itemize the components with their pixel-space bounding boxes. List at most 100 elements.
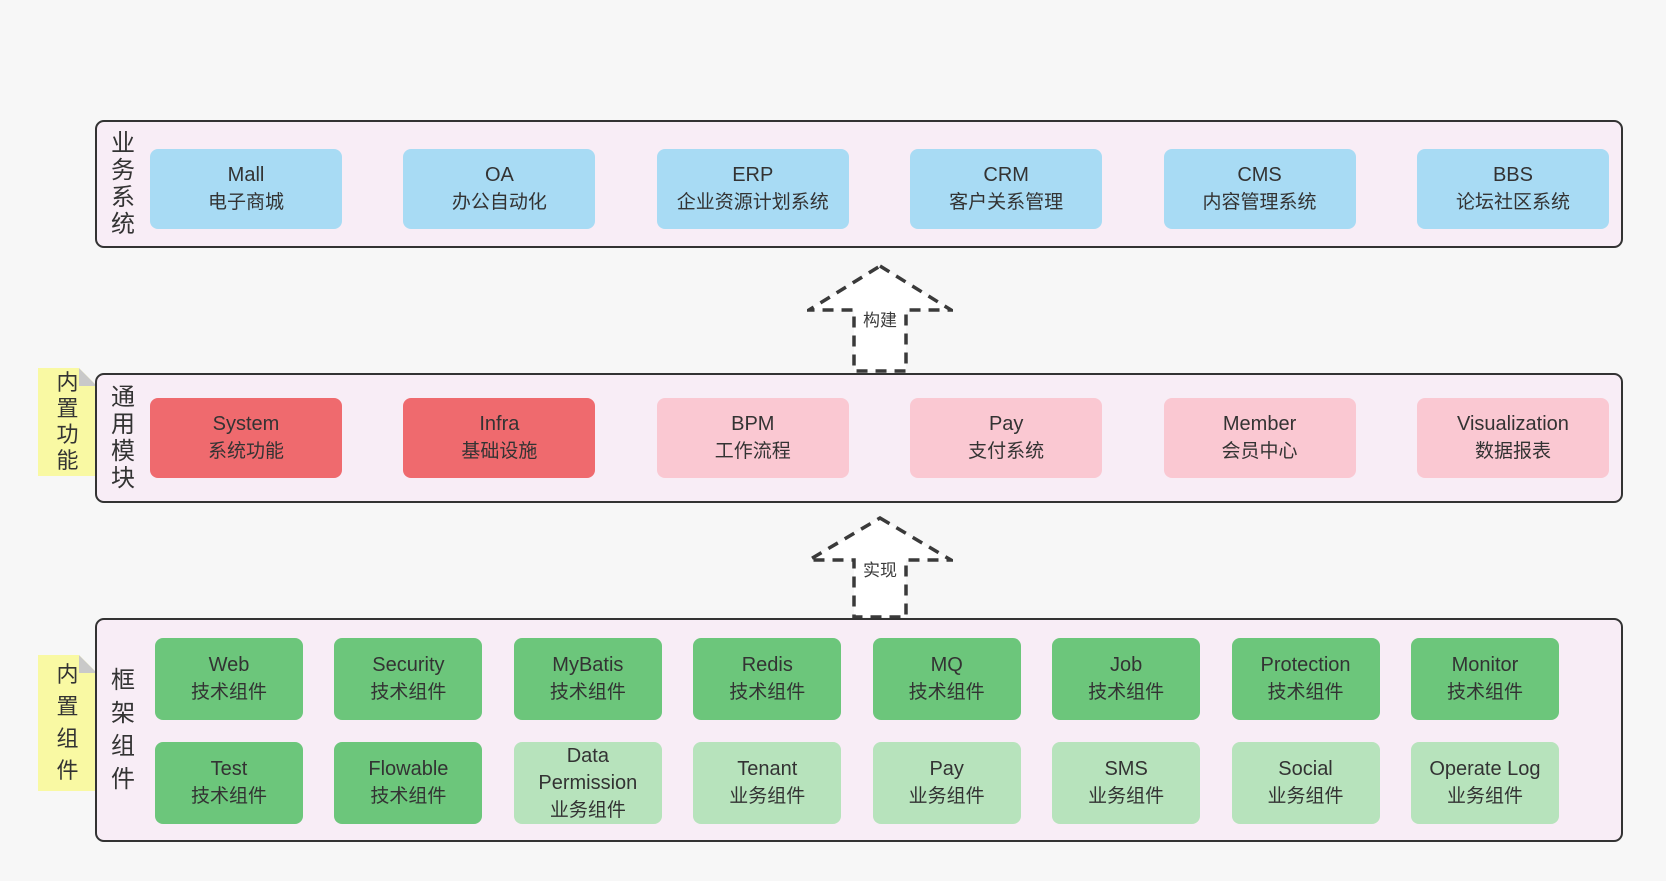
note-text: 内置组件	[56, 662, 79, 783]
arrow-implement: 实现	[807, 516, 953, 620]
box-desc: 办公自动化	[451, 192, 547, 213]
box-desc: 企业资源计划系统	[676, 192, 829, 213]
box-name: ERP	[732, 164, 774, 186]
box-infra: Infra 基础设施	[403, 398, 596, 478]
box-desc: 技术组件	[190, 786, 267, 807]
box-name: Infra	[479, 413, 520, 435]
box-name: Social	[1278, 758, 1333, 780]
box-mybatis: MyBatis 技术组件	[513, 638, 662, 720]
box-bbs: BBS 论坛社区系统	[1416, 149, 1609, 229]
box-mall: Mall 电子商城	[150, 149, 342, 229]
box-job: Job 技术组件	[1052, 638, 1201, 720]
box-name: Operate Log	[1429, 758, 1541, 780]
box-desc: 技术组件	[908, 682, 985, 703]
box-desc: 技术组件	[1088, 682, 1165, 703]
layer-framework-components: 框架组件 Web 技术组件 Security 技术组件 MyBatis 技术组件…	[95, 618, 1623, 842]
box-social: Social 业务组件	[1231, 742, 1380, 824]
box-mq: MQ 技术组件	[872, 638, 1021, 720]
box-desc: 工作流程	[714, 441, 791, 462]
box-name: Pay	[929, 758, 964, 780]
box-bpm: BPM 工作流程	[656, 398, 849, 478]
layer-label-text: 业务系统	[111, 130, 135, 238]
box-cms: CMS 内容管理系统	[1163, 149, 1356, 229]
box-desc: 客户关系管理	[949, 192, 1064, 213]
box-name: Web	[208, 654, 250, 676]
box-desc: 数据报表	[1474, 441, 1551, 462]
box-name: CMS	[1237, 164, 1282, 186]
box-name: BBS	[1492, 164, 1533, 186]
layer-label-text: 通用模块	[111, 384, 135, 492]
box-web: Web 技术组件	[155, 638, 303, 720]
box-sms: SMS 业务组件	[1052, 742, 1201, 824]
box-desc: 业务组件	[1267, 786, 1344, 807]
layer-label-framework-components: 框架组件	[105, 620, 141, 840]
box-desc: 业务组件	[908, 786, 985, 807]
box-crm: CRM 客户关系管理	[910, 149, 1103, 229]
box-desc: 技术组件	[1267, 682, 1344, 703]
note-built-in-features: 内置功能	[38, 368, 97, 476]
layer-label-text: 框架组件	[111, 667, 135, 793]
box-desc: 业务组件	[729, 786, 806, 807]
box-monitor: Monitor 技术组件	[1410, 638, 1559, 720]
box-name: Pay	[988, 413, 1024, 435]
box-desc: 业务组件	[1088, 786, 1165, 807]
framework-box-row-1: Web 技术组件 Security 技术组件 MyBatis 技术组件 Redi…	[155, 638, 1559, 720]
box-name: SMS	[1104, 758, 1148, 780]
box-name: Member	[1222, 413, 1297, 435]
layer-label-business-systems: 业务系统	[105, 122, 141, 246]
box-desc: 系统功能	[207, 441, 284, 462]
box-protection: Protection 技术组件	[1231, 638, 1380, 720]
box-erp: ERP 企业资源计划系统	[656, 149, 849, 229]
box-desc: 论坛社区系统	[1455, 192, 1570, 213]
note-built-in-components: 内置组件	[38, 655, 97, 791]
box-desc: 业务组件	[549, 799, 626, 821]
box-name: Test	[210, 758, 248, 780]
box-name: OA	[484, 164, 514, 186]
box-desc: 电子商城	[207, 192, 284, 213]
box-name: Data Permission	[538, 744, 638, 794]
box-name: CRM	[983, 164, 1029, 186]
arrow-label: 构建	[860, 310, 900, 332]
modules-box-row: System 系统功能 Infra 基础设施 BPM 工作流程 Pay 支付系统…	[150, 398, 1609, 478]
box-name: Job	[1109, 654, 1143, 676]
box-operate-log: Operate Log 业务组件	[1410, 742, 1559, 824]
box-desc: 技术组件	[370, 682, 447, 703]
box-desc: 内容管理系统	[1202, 192, 1317, 213]
layer-label-common-modules: 通用模块	[105, 375, 141, 501]
box-name: BPM	[731, 413, 775, 435]
box-redis: Redis 技术组件	[693, 638, 842, 720]
box-pay-biz: Pay 业务组件	[872, 742, 1021, 824]
box-name: System	[212, 413, 280, 435]
box-security: Security 技术组件	[334, 638, 483, 720]
layer-common-modules: 通用模块 System 系统功能 Infra 基础设施 BPM 工作流程 Pay…	[95, 373, 1623, 503]
box-name: Mall	[227, 164, 265, 186]
business-box-row: Mall 电子商城 OA 办公自动化 ERP 企业资源计划系统 CRM 客户关系…	[150, 149, 1609, 229]
box-name: Visualization	[1456, 413, 1569, 435]
box-name: Security	[372, 654, 445, 676]
box-desc: 会员中心	[1221, 441, 1298, 462]
box-pay: Pay 支付系统	[910, 398, 1103, 478]
box-name: Monitor	[1451, 654, 1519, 676]
box-flowable: Flowable 技术组件	[334, 742, 483, 824]
box-desc: 业务组件	[1446, 786, 1523, 807]
box-name: MyBatis	[552, 654, 624, 676]
box-desc: 技术组件	[549, 682, 626, 703]
box-oa: OA 办公自动化	[403, 149, 596, 229]
box-desc: 技术组件	[370, 786, 447, 807]
framework-box-row-2: Test 技术组件 Flowable 技术组件 Data Permission …	[155, 742, 1559, 824]
box-system: System 系统功能	[150, 398, 342, 478]
box-desc: 技术组件	[729, 682, 806, 703]
box-member: Member 会员中心	[1163, 398, 1356, 478]
note-text: 内置功能	[56, 370, 79, 473]
box-test: Test 技术组件	[155, 742, 303, 824]
box-desc: 技术组件	[190, 682, 267, 703]
arrow-build: 构建	[807, 264, 953, 374]
box-desc: 支付系统	[968, 441, 1045, 462]
box-desc: 基础设施	[461, 441, 538, 462]
box-visualization: Visualization 数据报表	[1416, 398, 1609, 478]
box-name: Flowable	[368, 758, 449, 780]
layer-business-systems: 业务系统 Mall 电子商城 OA 办公自动化 ERP 企业资源计划系统 CRM…	[95, 120, 1623, 248]
box-name: Protection	[1260, 654, 1351, 676]
arrow-label: 实现	[860, 560, 900, 582]
